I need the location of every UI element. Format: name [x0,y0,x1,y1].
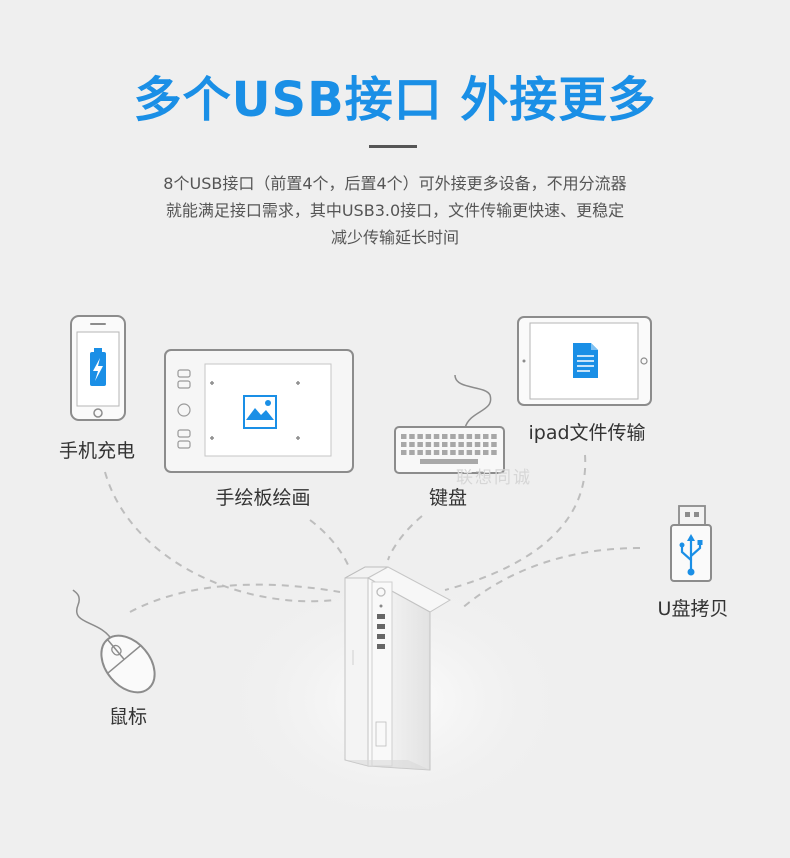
keyboard-key [474,442,481,447]
drawing-tablet-icon [164,349,354,473]
title-divider [369,145,417,148]
watermark: 联想同诚 [456,468,532,488]
keyboard-key [458,450,464,455]
label-phone: 手机充电 [58,440,136,462]
ipad-icon [517,316,652,406]
keyboard-connection-line [387,515,423,561]
keyboard-key [409,442,415,447]
keyboard-key [458,442,464,447]
keyboard-key [483,434,489,439]
keyboard-key [450,434,456,439]
keyboard-key [442,434,448,439]
keyboard-key [401,434,407,439]
phone-icon [70,315,126,421]
keyboard-key [450,442,456,447]
label-ipad: ipad文件传输 [528,422,646,444]
keyboard-key [491,434,497,439]
label-mouse: 鼠标 [108,706,148,728]
keyboard-key [409,434,415,439]
keyboard-key [491,450,497,455]
keyboard-key [433,434,440,439]
keyboard-key [417,450,423,455]
keyboard-key [442,450,448,455]
keyboard-icon [394,374,505,474]
connection-lines [104,454,641,613]
mouse-icon [72,589,156,694]
keyboard-key [483,450,489,455]
description-line-3: 减少传输延长时间 [330,228,459,247]
keyboard-spacebar [420,459,478,464]
keyboard-key [474,434,481,439]
keyboard-key [483,442,489,447]
keyboard-key [474,450,481,455]
ipad-connection-line [444,454,587,591]
keyboard-key [466,450,473,455]
keyboard-key [442,442,448,447]
keyboard-key [425,442,432,447]
description-line-2: 就能满足接口需求，其中USB3.0接口，文件传输更快速、更稳定 [165,201,625,220]
keyboard-key [401,450,407,455]
tablet-connection-line [309,519,351,571]
keyboard-key [425,434,432,439]
keyboard-key [417,434,423,439]
usb-drive-icon [670,505,712,582]
keyboard-key [425,450,432,455]
label-drawing-tablet: 手绘板绘画 [215,487,311,509]
usb-drive-connection-line [459,547,641,611]
keyboard-key [491,442,497,447]
headline: 多个USB接口 外接更多 [133,72,657,128]
keyboard-key [417,442,423,447]
keyboard-key [466,434,473,439]
keyboard-key [433,442,440,447]
mouse-connection-line [129,583,341,613]
desktop-tower [344,566,452,771]
label-keyboard: 键盘 [428,487,468,509]
keyboard-key [433,450,440,455]
keyboard-key [409,450,415,455]
keyboard-key [401,442,407,447]
description-line-1: 8个USB接口（前置4个，后置4个）可外接更多设备，不用分流器 [163,174,627,193]
keyboard-key [466,442,473,447]
description: 8个USB接口（前置4个，后置4个）可外接更多设备，不用分流器 就能满足接口需求… [0,170,790,251]
keyboard-key [450,450,456,455]
keyboard-key [458,434,464,439]
label-usb-drive: U盘拷贝 [657,598,729,620]
